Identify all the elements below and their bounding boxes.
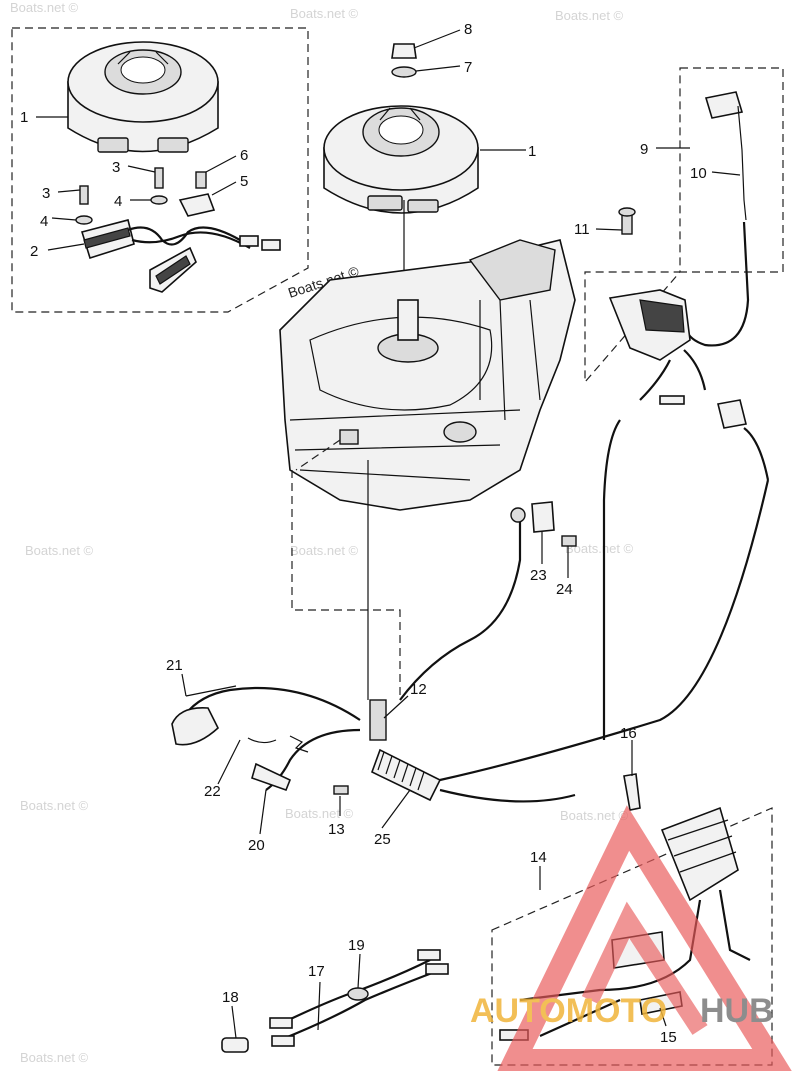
callout-15: 15 [660,1029,677,1046]
watermark: Boats.net © [565,541,634,556]
callout-16: 16 [620,725,637,742]
callout-20: 20 [248,837,265,854]
callout-11: 11 [574,221,590,238]
leader-lines [36,29,741,1039]
watermark: Boats.net © [20,798,89,813]
callout-2: 2 [30,243,38,260]
callout-8: 8 [464,21,472,38]
callout-22: 22 [204,783,221,800]
watermark: Boats.net © [555,8,624,23]
callout-4: 4 [114,193,122,210]
watermark: Boats.net © [290,543,359,558]
callout-labels: 1 1 2 3 3 4 4 5 6 7 8 9 10 11 12 13 14 1… [20,21,707,1046]
callout-3: 3 [112,159,120,176]
charge-coil-inset [75,167,281,293]
callout-9: 9 [640,141,648,158]
callout-24: 24 [556,581,573,598]
logo-triangle [497,805,792,1071]
brand-text-primary: AUTOMOTO [470,992,667,1030]
callout-13: 13 [328,821,345,838]
flywheel-main [323,43,479,300]
watermark: Boats.net © [20,1050,89,1065]
watermarks: Boats.net © Boats.net © Boats.net © Boat… [10,0,634,1065]
callout-3: 3 [42,185,50,202]
callout-12: 12 [410,681,427,698]
callout-7: 7 [464,59,472,76]
watermark: Boats.net © [285,806,354,821]
callout-5: 5 [240,173,248,190]
watermark: Boats.net © [10,0,79,15]
wiring-harness [171,439,770,803]
brand-logo: AUTOMOTO HUB [470,805,792,1071]
logo-inner-shape [581,901,708,1035]
callout-19: 19 [348,937,365,954]
brand-text-secondary: HUB [700,992,774,1030]
callout-18: 18 [222,989,239,1006]
flywheel-inset [67,41,219,153]
loose-harness [221,949,449,1053]
engine-block [279,239,576,511]
callout-21: 21 [166,657,183,674]
watermark: Boats.net © [560,808,629,823]
inset-box-left [11,27,309,313]
watermark: Boats.net © [290,6,359,21]
callout-4: 4 [40,213,48,230]
callout-1: 1 [528,143,536,160]
callout-6: 6 [240,147,248,164]
ignition-coil [602,91,770,740]
callout-17: 17 [308,963,325,980]
callout-10: 10 [690,165,707,182]
callout-25: 25 [374,831,391,848]
callout-14: 14 [530,849,547,866]
callout-1: 1 [20,109,28,126]
callout-23: 23 [530,567,547,584]
watermark: Boats.net © [25,543,94,558]
